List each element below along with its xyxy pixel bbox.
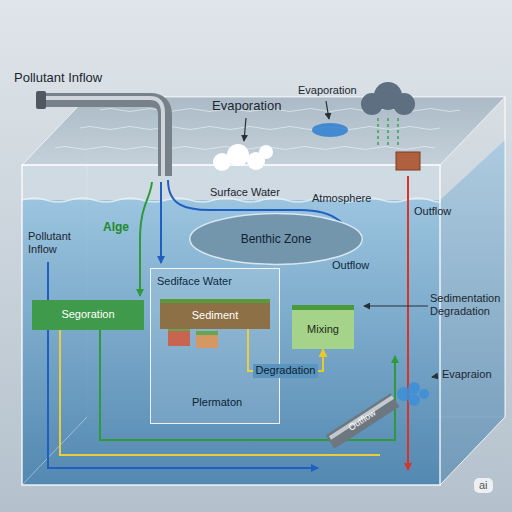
outflow-spray [397,382,429,406]
rain-line [397,118,399,148]
outflow-block [396,152,420,170]
inflow-label: Pollutant Inflow [14,70,102,86]
leader-line [432,376,438,377]
process-label: Evaporation [298,84,357,97]
vapor-patch [312,123,348,137]
process-label: Sedimentation Degradation [430,292,508,318]
zone-label: Surface Water [210,186,280,199]
cloud-puff [393,93,415,115]
spray-puff [408,394,420,406]
pipe-label: Outflow [346,407,377,433]
tank-edge [505,97,506,417]
node-text: Segoration [61,308,114,321]
flow-line [160,182,162,263]
leader-line [326,101,329,119]
pipe-highlight [44,98,163,176]
pipe-cap [36,91,46,109]
tank-edge [440,417,505,485]
rain-line [377,118,379,148]
node-text: Benthic Zone [241,232,312,246]
outflow-label: Outflow [414,205,451,218]
node-text: Mixing [307,323,339,336]
node-text: Sediment [192,309,238,322]
flow-line [48,262,318,468]
zone-ellipse: Benthic Zone [188,212,364,266]
inflow-label: Pollutant Inflow [28,230,90,256]
tank-front-edge [22,165,440,485]
outflow-pipe [330,400,395,442]
layer-band: Sediment [160,299,270,329]
rain-cloud [361,82,415,115]
cloud-puff [259,145,273,159]
rain [378,118,398,148]
leader-line [244,118,246,141]
zone-ellipse-shape [190,214,362,265]
tank-top-surface [22,97,505,165]
cloud-puff [227,144,249,166]
layer-band: Segoration [32,300,144,330]
zone-label: Atmosphere [312,192,371,205]
evaporation-cloud [213,144,273,171]
pipe-highlight [330,397,393,438]
inflow-pipe [44,100,165,176]
process-label: Evaporation [212,98,281,114]
surface-waves [55,109,460,150]
algae-label: Alge [103,220,129,234]
process-box: Mixing [292,305,354,349]
tank-edge [22,417,87,485]
spray-puff [408,382,420,394]
process-label: Evapraion [442,368,492,381]
edge-label: Degradation [253,364,319,377]
spray-puff [419,389,429,399]
zone-label: Plermaton [192,396,242,409]
node-text: Sediface Water [157,275,232,288]
wave [80,127,440,130]
rain-line [387,118,389,148]
outflow-label: Outflow [332,259,369,272]
outflow-line [407,176,409,470]
leader-line [364,305,428,306]
watermark: ai [474,478,493,493]
